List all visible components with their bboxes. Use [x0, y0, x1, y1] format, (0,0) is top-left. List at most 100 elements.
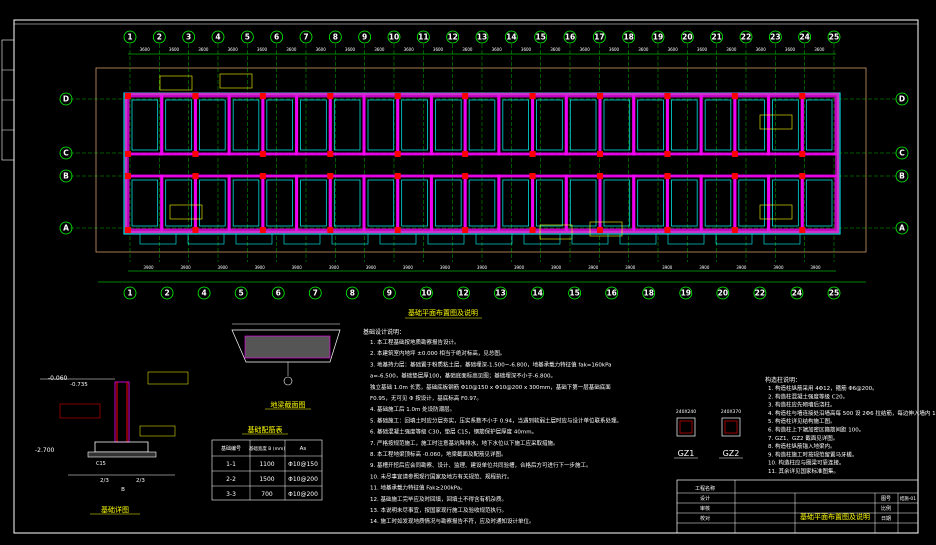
column-marker: [327, 93, 334, 99]
axis-label: 5: [245, 33, 250, 42]
axis-bubble: [211, 30, 225, 44]
axis-label: 2: [157, 33, 162, 42]
axis-bubble: [152, 30, 166, 44]
dim-text: 3600: [814, 47, 825, 52]
axis-label: 20: [718, 289, 728, 298]
room-inner: [199, 179, 226, 227]
axis-label: D: [899, 95, 905, 104]
dim-text: 3600: [462, 47, 473, 52]
column-marker: [259, 93, 266, 99]
room-inner: [704, 179, 732, 227]
axis-bubble: [651, 30, 665, 44]
axis-bubble: [504, 30, 518, 44]
axis-label: 7: [303, 33, 308, 42]
corridor: [127, 153, 837, 177]
room-inner: [772, 179, 799, 227]
column-marker: [259, 173, 266, 179]
column-marker: [731, 151, 738, 157]
column-marker: [597, 227, 603, 233]
column-marker: [664, 227, 671, 233]
table-cell: 700: [261, 491, 273, 498]
tb-label: 设计: [700, 495, 710, 502]
column-marker: [327, 227, 334, 233]
axis-bubble: [123, 286, 137, 300]
table-cell: 3-3: [226, 491, 236, 498]
wall: [126, 94, 164, 156]
room-inner: [502, 179, 529, 227]
axis-bubble: [798, 30, 812, 44]
window: [475, 233, 513, 245]
column-marker: [731, 173, 738, 179]
plan-rooms: [124, 92, 840, 234]
axis-label: 10: [421, 289, 431, 298]
room-inner: [367, 99, 395, 151]
axis-label: D: [63, 95, 69, 104]
axis-label: 4: [201, 289, 206, 298]
note-line: 10. 未尽事宜请参照现行国家及地方有关规范、规程执行。: [370, 472, 513, 480]
room-inner: [367, 179, 395, 227]
room-inner: [805, 179, 833, 227]
column-marker: [597, 151, 603, 157]
note-line: 4. 基础施工后 1.0m 处设防潮层。: [370, 405, 455, 413]
room-inner: [502, 99, 529, 151]
axis-bubble: [358, 30, 372, 44]
note-box: [759, 114, 793, 130]
dim-text: 3600: [580, 47, 591, 52]
note-line: 1. 构造柱纵筋采用 4Φ12，箍筋 Φ6@200。: [768, 384, 878, 392]
dim-text: 3600: [785, 47, 796, 52]
wall: [531, 174, 568, 232]
note-line: 7. GZ1、GZ2 截面见详图。: [768, 434, 838, 442]
dim-text: 3600: [345, 47, 356, 52]
axis-label: C: [899, 149, 905, 158]
wall: [564, 94, 602, 156]
note-line: 6. 基础混凝土强度等级 C30，垫层 C15，钢筋保护层厚度 40mm。: [370, 428, 537, 436]
dim-text: 3600: [726, 47, 737, 52]
room-inner: [536, 179, 563, 227]
dim-left: 2/3: [100, 478, 109, 484]
wall: [699, 94, 737, 156]
room-inner: [738, 179, 765, 227]
gz2-label: GZ2: [723, 449, 740, 458]
axis-bubble: [59, 221, 73, 235]
outer-wall: [124, 92, 840, 234]
axis-label: 14: [506, 33, 516, 42]
window: [283, 233, 321, 245]
column-marker: [799, 227, 806, 233]
column-marker: [529, 151, 536, 157]
column-marker: [462, 173, 469, 179]
axis-bubble: [197, 286, 211, 300]
tb-label: 工程名称: [695, 485, 715, 492]
wall: [295, 174, 332, 232]
window: [187, 233, 225, 245]
wall: [126, 174, 164, 232]
axis-bubble: [895, 169, 909, 183]
axis-label: 24: [792, 289, 802, 298]
note-box: [159, 75, 193, 91]
axis-label: 19: [681, 289, 691, 298]
dim-text: 3600: [169, 47, 180, 52]
tb-label: 图号: [881, 496, 891, 502]
axis-label: 5: [239, 289, 244, 298]
axis-bubble: [270, 30, 284, 44]
wall: [362, 94, 400, 156]
note-line: 9. 基槽开挖后应会同勘察、设计、监理、建设单位共同验槽，合格后方可进行下一步施…: [370, 461, 592, 469]
dim-text: 3600: [140, 47, 151, 52]
note-line: 7. 严格按规范施工，施工时注意基坑降排水，地下水位以下施工应采取措施。: [370, 439, 559, 447]
footing-detail-title: 基础详图: [101, 505, 129, 514]
label-c15: C15: [96, 461, 106, 467]
axis-bubble: [160, 286, 174, 300]
axis-label: 10: [389, 33, 399, 42]
column-marker: [394, 151, 401, 157]
column-marker: [664, 173, 671, 179]
axis-bubble: [827, 30, 841, 44]
axis-label: 7: [313, 289, 318, 298]
axis-label: 3: [186, 33, 191, 42]
note-box: [169, 204, 203, 220]
axis-label: 23: [770, 33, 780, 42]
axis-bubble: [679, 286, 693, 300]
axis-bubble: [768, 30, 782, 44]
column-marker: [192, 151, 199, 157]
column-marker: [259, 151, 266, 157]
